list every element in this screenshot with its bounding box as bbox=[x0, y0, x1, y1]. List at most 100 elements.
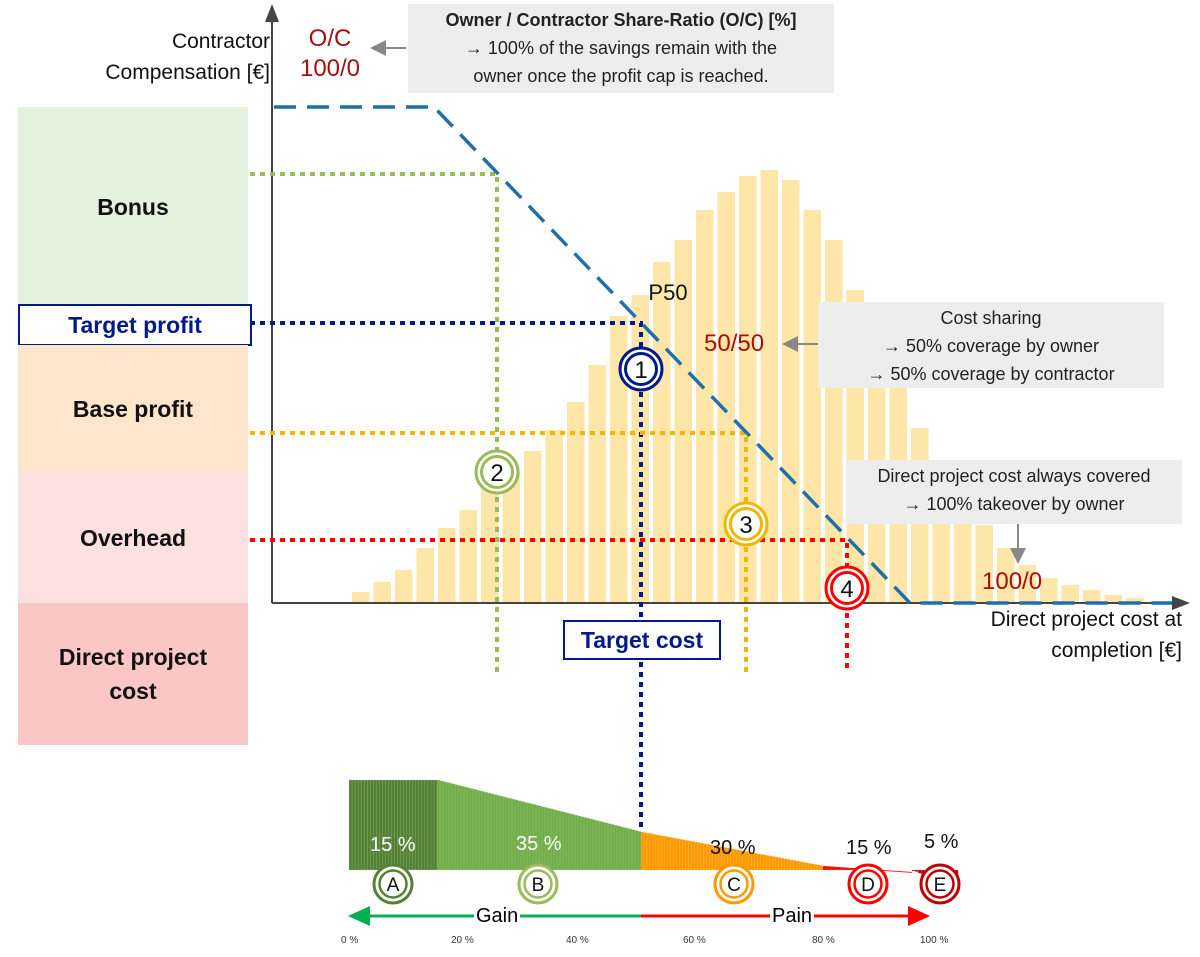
direct-cost-label-line1: Direct project bbox=[58, 644, 208, 670]
top-ratio-line2: 100/0 bbox=[299, 55, 361, 82]
share-bar bbox=[363, 779, 368, 871]
overhead-label: Overhead bbox=[79, 524, 187, 551]
share-bar bbox=[348, 779, 353, 871]
mid-ratio-label: 50/50 bbox=[704, 330, 765, 357]
top-info-box: Owner / Contractor Share-Ratio (O/C) [%]… bbox=[408, 4, 834, 93]
pain-arrowhead bbox=[908, 906, 930, 926]
scale-tick-60: 60 % bbox=[683, 935, 706, 946]
share-marker-c: C bbox=[713, 863, 755, 905]
mid-info-line2: → 50% coverage by owner bbox=[882, 336, 1100, 356]
y-axis-label-line1: Contractor bbox=[171, 30, 270, 53]
share-c-percent: 30 % bbox=[710, 837, 756, 859]
top-ratio-line1: O/C bbox=[308, 25, 352, 52]
scale-tick-80: 80 % bbox=[812, 935, 835, 946]
histogram-bar bbox=[588, 365, 606, 603]
marker-1-number: 1 bbox=[634, 357, 647, 384]
histogram-bar bbox=[352, 592, 370, 603]
histogram-bar bbox=[438, 528, 456, 603]
x-axis-label-line1: Direct project cost at bbox=[990, 608, 1182, 631]
histogram-bar bbox=[416, 548, 434, 603]
mid-info-box: Cost sharing → 50% coverage by owner → 5… bbox=[818, 302, 1164, 388]
y-axis-arrowhead bbox=[265, 4, 279, 22]
share-bar bbox=[418, 779, 423, 871]
zone-reduced-overhead-label: Reduced overhead bbox=[841, 693, 895, 724]
histogram-bar bbox=[1083, 590, 1101, 603]
histogram-bar bbox=[481, 488, 499, 603]
top-ratio-label: O/C 100/0 bbox=[282, 24, 378, 84]
share-marker-d: D bbox=[847, 863, 889, 905]
top-info-line3: owner once the profit cap is reached. bbox=[473, 66, 769, 86]
share-bar bbox=[433, 779, 438, 871]
direct-cost-band: Direct project cost bbox=[18, 603, 248, 745]
share-bar bbox=[415, 779, 420, 871]
share-marker-a: A bbox=[372, 863, 414, 905]
histogram-bar bbox=[545, 430, 563, 603]
share-bar bbox=[354, 779, 359, 871]
scale-tick-0: 0 % bbox=[341, 935, 359, 946]
histogram-bar bbox=[459, 510, 477, 603]
top-info-line2: → 100% of the savings remain with the bbox=[464, 38, 778, 58]
histogram-bar bbox=[1040, 578, 1058, 603]
top-info-title: Owner / Contractor Share-Ratio (O/C) [%] bbox=[445, 10, 797, 30]
histogram-bar bbox=[1126, 598, 1144, 603]
share-bar bbox=[908, 871, 913, 873]
overhead-guide-line bbox=[250, 538, 849, 672]
scale-tick-40: 40 % bbox=[566, 935, 589, 946]
scale-tick-100: 100 % bbox=[920, 935, 949, 946]
share-bar bbox=[911, 869, 916, 872]
share-letter: B bbox=[532, 875, 545, 896]
histogram-bar bbox=[1061, 585, 1079, 603]
marker-4-number: 4 bbox=[840, 576, 853, 603]
share-marker-e: E bbox=[919, 863, 961, 905]
share-letter: E bbox=[934, 875, 947, 896]
share-b-percent: 35 % bbox=[516, 833, 562, 855]
pain-label: Pain bbox=[770, 905, 815, 928]
histogram-bar bbox=[674, 240, 692, 603]
x-axis-arrowhead bbox=[1172, 596, 1190, 610]
share-letter: D bbox=[861, 875, 875, 896]
scale-tick-20: 20 % bbox=[451, 935, 474, 946]
y-axis-label-line2: Compensation [€] bbox=[105, 61, 270, 84]
share-marker-b: B bbox=[517, 863, 559, 905]
histogram-bar bbox=[825, 240, 843, 603]
zone-reduced-overhead: Reduced overhead bbox=[825, 673, 911, 745]
y-axis-label: Contractor Compensation [€] bbox=[30, 26, 270, 88]
bottom-info-box: Direct project cost always covered → 100… bbox=[846, 460, 1182, 524]
histogram-bar bbox=[739, 176, 757, 603]
share-bar bbox=[430, 779, 435, 871]
histogram-bar bbox=[803, 210, 821, 603]
histogram-bar bbox=[373, 582, 391, 603]
direct-cost-label-line2: cost bbox=[109, 678, 157, 704]
marker-3: 3 bbox=[723, 501, 769, 547]
share-bar bbox=[427, 779, 432, 871]
share-letter-markers: A B C D E bbox=[372, 863, 961, 905]
zone-only-direct-cost-label: Only direct project cost bbox=[944, 698, 1158, 719]
histogram-bar bbox=[760, 170, 778, 603]
histogram-bar bbox=[502, 472, 520, 603]
histogram-bar bbox=[717, 192, 735, 603]
target-cost-text: Target cost bbox=[580, 626, 704, 653]
share-bar bbox=[351, 779, 356, 871]
marker-2: 2 bbox=[474, 449, 520, 495]
bonus-label: Bonus bbox=[97, 193, 169, 220]
zone-maximum-profit-label: Maximum profit bbox=[296, 700, 417, 717]
share-bar bbox=[421, 779, 426, 871]
zone-increased-profit: Increased profit bbox=[438, 673, 639, 745]
marker-3-number: 3 bbox=[739, 512, 752, 539]
share-bar bbox=[357, 779, 362, 871]
marker-1: 1 bbox=[618, 346, 664, 392]
x-axis-label-line2: completion [€] bbox=[1051, 639, 1182, 662]
marker-4: 4 bbox=[824, 565, 870, 611]
bottom-info-line2: → 100% takeover by owner bbox=[903, 494, 1125, 514]
mid-info-line3: → 50% coverage by contractor bbox=[867, 364, 1115, 384]
share-bar bbox=[360, 779, 365, 871]
target-guide-line bbox=[250, 321, 643, 870]
zone-only-direct-cost: Only direct project cost bbox=[913, 673, 1189, 745]
bottom-info-line1: Direct project cost always covered bbox=[877, 466, 1151, 486]
overhead-band: Overhead bbox=[18, 473, 248, 603]
zone-reduced-base-profit: Reduced base profit bbox=[641, 673, 823, 745]
share-bar bbox=[917, 869, 922, 874]
histogram-bar bbox=[1104, 595, 1122, 603]
share-e-percent: 5 % bbox=[924, 831, 959, 853]
share-letter: A bbox=[387, 875, 400, 896]
